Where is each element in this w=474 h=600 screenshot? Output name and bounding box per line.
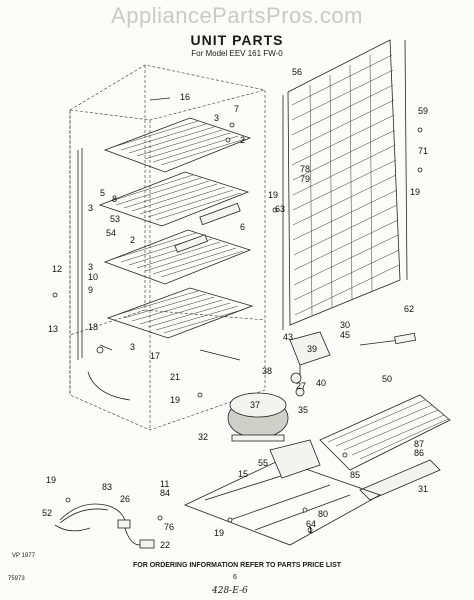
callout-55: 55 xyxy=(258,458,268,468)
compressor xyxy=(227,392,289,442)
callout-26: 26 xyxy=(120,494,130,504)
callout-21: 21 xyxy=(170,372,180,382)
capillary-tube xyxy=(359,332,417,346)
callout-64: 64 xyxy=(306,519,316,529)
callout-19: 19 xyxy=(268,190,278,200)
callout-19: 19 xyxy=(410,187,420,197)
callout-19: 19 xyxy=(170,395,180,405)
callout-35: 35 xyxy=(298,405,308,415)
page-number: 6 xyxy=(233,574,237,581)
callout-37: 37 xyxy=(250,400,260,410)
wiring-harness xyxy=(54,503,155,549)
condenser-coil xyxy=(282,39,408,330)
callout-87: 87 xyxy=(414,439,424,449)
callout-59: 59 xyxy=(418,106,428,116)
callout-13: 13 xyxy=(48,324,58,334)
callout-3: 3 xyxy=(214,113,219,123)
callout-30: 30 xyxy=(340,320,350,330)
callout-63: 63 xyxy=(275,204,285,214)
callout-71: 71 xyxy=(418,146,428,156)
evaporator-shelf-coil-3 xyxy=(103,229,252,285)
page-title: UNIT PARTS xyxy=(190,32,284,48)
callout-50: 50 xyxy=(382,374,392,384)
callout-31: 31 xyxy=(418,484,428,494)
callout-56: 56 xyxy=(292,67,302,77)
callout-19: 19 xyxy=(214,528,224,538)
callout-84: 84 xyxy=(160,488,170,498)
callout-53: 53 xyxy=(110,214,120,224)
callout-83: 83 xyxy=(102,482,112,492)
callout-10: 10 xyxy=(88,272,98,282)
ordering-info-note: FOR ORDERING INFORMATION REFER TO PARTS … xyxy=(132,562,342,569)
document-code: 75973 xyxy=(8,576,25,582)
callout-80: 80 xyxy=(318,509,328,519)
callout-17: 17 xyxy=(150,351,160,361)
callout-3: 3 xyxy=(130,342,135,352)
callout-7: 7 xyxy=(234,104,239,114)
callout-54: 54 xyxy=(106,228,116,238)
callout-11: 11 xyxy=(160,479,169,489)
callout-32: 32 xyxy=(198,432,208,442)
callout-18: 18 xyxy=(88,322,98,332)
callout-39: 39 xyxy=(307,344,317,354)
handwritten-note: 428-E-6 xyxy=(212,586,248,596)
evaporator-shelf-coil-2 xyxy=(98,171,250,227)
callout-16: 16 xyxy=(180,92,190,102)
callout-6: 6 xyxy=(240,222,245,232)
fan-motor-parts xyxy=(290,372,305,397)
callout-76: 76 xyxy=(164,522,174,532)
screws xyxy=(52,122,423,533)
callout-85: 85 xyxy=(350,470,360,480)
evaporator-shelf-coil-1 xyxy=(103,117,252,173)
callout-79: 79 xyxy=(300,174,310,184)
drain-pan-coil xyxy=(319,394,451,501)
callout-62: 62 xyxy=(404,304,414,314)
callout-78: 78 xyxy=(300,164,310,174)
callout-38: 38 xyxy=(262,366,272,376)
callout-52: 52 xyxy=(42,508,52,518)
callout-15: 15 xyxy=(238,469,248,479)
callout-3: 3 xyxy=(88,203,93,213)
callout-27: 27 xyxy=(296,381,306,391)
callout-2: 2 xyxy=(130,235,135,245)
drier-tubes xyxy=(99,97,241,361)
callout-2: 2 xyxy=(240,135,245,145)
date-code: VP 1977 xyxy=(12,553,35,559)
watermark: AppliancePartsPros.com xyxy=(111,3,363,28)
callout-40: 40 xyxy=(316,378,326,388)
callout-86: 86 xyxy=(414,448,424,458)
callout-8: 8 xyxy=(112,194,117,204)
evaporator-shelf-coil-4 xyxy=(106,287,254,339)
callout-43: 43 xyxy=(283,332,293,342)
model-subtitle: For Model EEV 161 FW-0 xyxy=(191,49,283,58)
callout-3: 3 xyxy=(88,262,93,272)
callout-9: 9 xyxy=(88,285,93,295)
relay-box xyxy=(289,331,331,380)
callout-45: 45 xyxy=(340,330,350,340)
base-frame xyxy=(183,439,381,546)
callout-5: 5 xyxy=(100,188,105,198)
callout-12: 12 xyxy=(52,264,62,274)
callout-22: 22 xyxy=(160,540,170,550)
callout-19: 19 xyxy=(46,475,56,485)
callout-1: 1 xyxy=(308,525,313,535)
